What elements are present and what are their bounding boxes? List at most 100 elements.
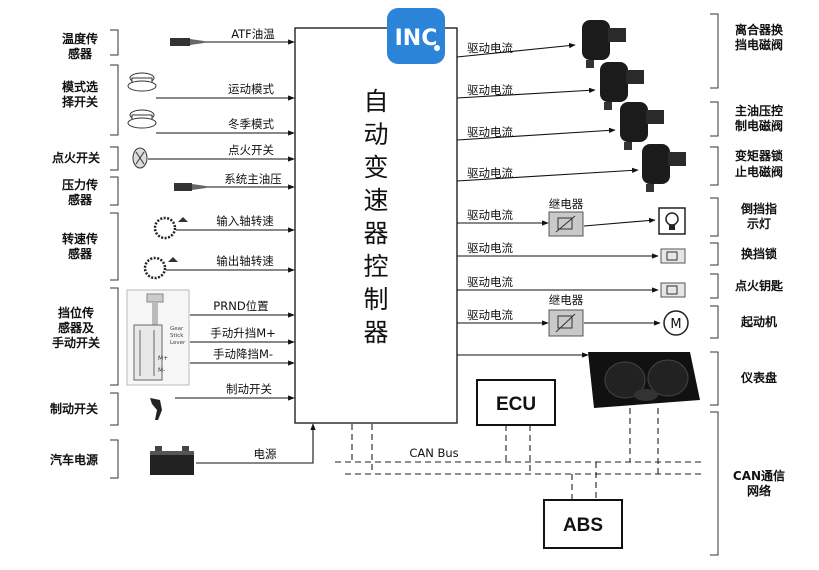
svg-text:INC: INC: [395, 26, 438, 51]
group-label-mode: 择开关: [62, 94, 98, 109]
group-label-ignition-key: 点火钥匙: [735, 278, 784, 293]
signal-label: 输出轴转速: [216, 254, 274, 268]
svg-text:Stick: Stick: [170, 333, 184, 339]
brake-switch-icon: [150, 398, 162, 420]
drive-current-label: 驱动电流: [467, 41, 513, 55]
controller-char: 器: [363, 318, 388, 347]
svg-text:M+: M+: [158, 355, 168, 362]
group-label-pressure: 感器: [68, 192, 93, 207]
abs-box: [543, 499, 623, 549]
group-label-main-pressure: 主油压控: [735, 103, 783, 118]
can-bus-lines: [335, 408, 702, 500]
temp-sensor-icon: [170, 38, 204, 46]
output-brackets: [710, 13, 719, 556]
starter-motor-icon: M: [663, 310, 689, 336]
solenoid-valve-icon: [600, 62, 644, 110]
svg-text:M: M: [670, 317, 681, 332]
controller-char: 控: [363, 252, 388, 281]
ecu-label: ECU: [496, 394, 536, 415]
lamp-icon: [658, 207, 686, 235]
signal-label: 点火开关: [228, 143, 274, 157]
mode-switch-icon: [127, 109, 157, 129]
solenoid-valve-icon: [642, 144, 686, 192]
signal-label: 系统主油压: [224, 172, 282, 186]
speed-sensor-icon: [153, 216, 188, 240]
signal-label: 输入轴转速: [216, 214, 274, 228]
controller-char: 变: [363, 153, 388, 182]
svg-text:Gear: Gear: [170, 326, 184, 332]
relay-icon: [548, 211, 584, 237]
ecu-box: [476, 379, 556, 426]
input-signal-lines: [148, 39, 316, 464]
abs-label: ABS: [563, 515, 603, 536]
drive-current-label: 驱动电流: [467, 166, 513, 180]
group-label-can-network: CAN通信: [733, 468, 785, 483]
relay-icon: [548, 309, 584, 337]
group-label-dashboard: 仪表盘: [740, 370, 777, 385]
signal-label: 电源: [254, 447, 277, 461]
relay-label: 继电器: [549, 293, 584, 307]
drive-current-label: 驱动电流: [467, 241, 513, 255]
output-lines: [456, 42, 661, 358]
signal-label: 手动降挡M-: [213, 347, 273, 361]
drive-current-label: 驱动电流: [467, 308, 513, 322]
group-label-ignition: 点火开关: [52, 150, 100, 165]
signal-label: ATF油温: [231, 27, 275, 41]
group-label-torque-converter: 变矩器锁: [735, 148, 783, 163]
controller-char: 动: [363, 120, 388, 149]
controller-box: [294, 27, 458, 424]
drive-current-label: 驱动电流: [467, 83, 513, 97]
controller-char: 自: [363, 87, 388, 116]
group-label-gear: 感器及: [58, 320, 95, 335]
inc-logo: INC: [387, 8, 445, 64]
group-label-mode: 模式选: [62, 79, 98, 94]
battery-icon: [150, 446, 194, 475]
controller-char: 器: [363, 219, 388, 248]
ignition-switch-icon: [132, 147, 148, 169]
dashboard-icon: [588, 352, 700, 408]
pressure-sensor-icon: [174, 183, 206, 191]
group-label-torque-converter: 止电磁阀: [735, 164, 783, 179]
group-label-reverse-lamp: 示灯: [746, 216, 771, 231]
gear-lever-icon: Gear Stick Lever M+ M-: [126, 289, 190, 386]
group-label-clutch: 离合器换: [735, 22, 784, 37]
shift-lock-icon: [660, 248, 686, 264]
input-signal-labels: ATF油温 运动模式 冬季模式 点火开关 系统主油压 输入轴转速 输出轴转速 P…: [210, 27, 282, 461]
drive-current-label: 驱动电流: [467, 208, 513, 222]
group-label-shift-lock: 换挡锁: [741, 246, 777, 261]
drive-current-label: 驱动电流: [467, 275, 513, 289]
signal-label: PRND位置: [213, 299, 268, 313]
group-label-can-network: 网络: [747, 483, 771, 498]
controller-label: 自 动 变 速 器 控 制 器: [363, 87, 388, 347]
controller-char: 速: [363, 186, 388, 215]
svg-text:M-: M-: [158, 367, 165, 374]
ignition-key-lock-icon: [660, 282, 686, 298]
drive-current-label: 驱动电流: [467, 125, 513, 139]
group-label-speed: 感器: [68, 246, 93, 261]
input-group-labels: 温度传 感器 模式选 择开关 点火开关 压力传 感器 转速传 感器 挡位传 感器…: [50, 31, 100, 467]
output-labels: 驱动电流 驱动电流 驱动电流 驱动电流 驱动电流 驱动电流 驱动电流 驱动电流 …: [467, 41, 584, 322]
group-label-power: 汽车电源: [50, 452, 98, 467]
svg-text:Lever: Lever: [170, 340, 186, 346]
solenoid-valve-icon: [620, 102, 664, 150]
group-label-pressure: 压力传: [62, 177, 98, 192]
group-label-reverse-lamp: 倒挡指: [740, 201, 777, 216]
group-label-clutch: 挡电磁阀: [735, 37, 783, 52]
group-label-gear: 手动开关: [52, 335, 100, 350]
signal-label: 冬季模式: [228, 117, 274, 131]
signal-label: 运动模式: [228, 82, 274, 96]
output-group-labels: 离合器换 挡电磁阀 主油压控 制电磁阀 变矩器锁 止电磁阀 倒挡指 示灯 换挡锁…: [733, 22, 785, 498]
signal-label: 手动升挡M+: [210, 326, 276, 340]
signal-label: 制动开关: [226, 382, 272, 396]
controller-char: 制: [363, 285, 388, 314]
group-label-temp: 感器: [68, 46, 93, 61]
group-label-speed: 转速传: [62, 231, 98, 246]
mode-switch-icon: [127, 72, 157, 92]
group-label-gear: 挡位传: [58, 305, 94, 320]
can-bus-label: CAN Bus: [409, 446, 458, 460]
group-label-main-pressure: 制电磁阀: [735, 118, 783, 133]
group-label-starter: 起动机: [740, 314, 777, 329]
speed-sensor-icon: [143, 256, 178, 280]
